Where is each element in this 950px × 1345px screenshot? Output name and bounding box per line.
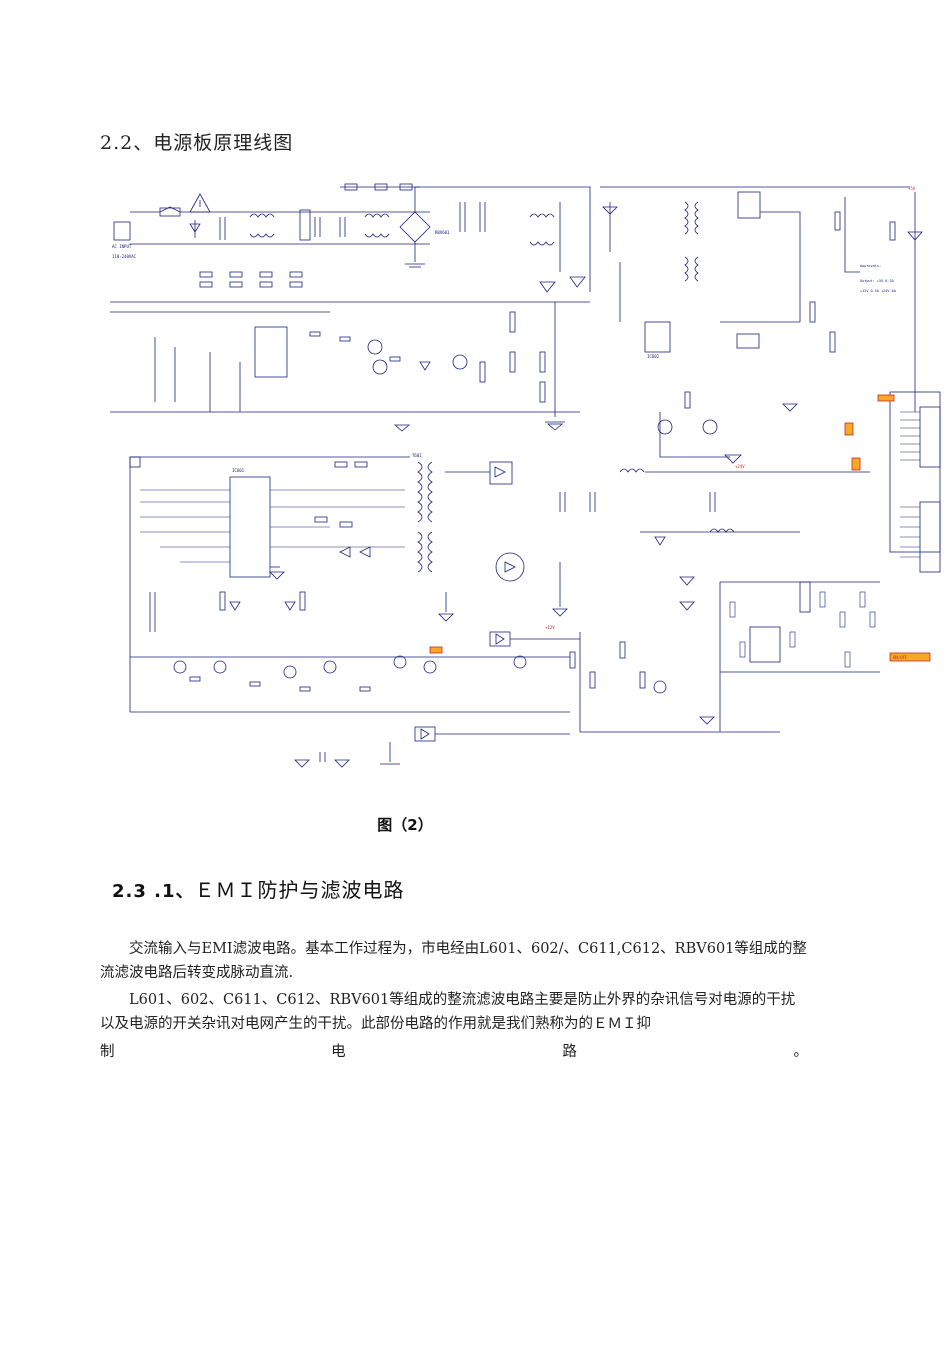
isolation-optocoupler (414, 726, 436, 742)
last-line-char: 制 (100, 1044, 115, 1060)
svg-text:+5V: +5V (908, 186, 916, 191)
last-line-char: 。 (793, 1044, 808, 1060)
connector-cn601 (919, 406, 941, 468)
svg-text:IC602: IC602 (647, 354, 660, 359)
svg-text:T601: T601 (412, 453, 422, 458)
ac-input-label: AC INPUT (112, 244, 132, 249)
svg-text:Approvals:: Approvals: (860, 264, 881, 268)
svg-text:RBV601: RBV601 (435, 230, 450, 235)
figure-caption: 图（2） (377, 816, 433, 834)
last-line-char: 路 (562, 1044, 577, 1060)
power-board-schematic: AC INPUT 110-240VAC RBV601 (100, 172, 945, 772)
pfc-ic (254, 326, 288, 378)
regulator-ic (749, 626, 781, 663)
secondary-rectifier (495, 552, 525, 582)
subsection-text: ＥＭＩ防护与滤波电路 (194, 878, 405, 902)
svg-text:IC601: IC601 (232, 468, 245, 473)
pwm-controller-ic (229, 476, 271, 578)
svg-text:110-240VAC: 110-240VAC (112, 254, 137, 259)
output-rectifier (489, 461, 513, 485)
paragraph-2-last-line: 制 电 路 。 (100, 1040, 808, 1061)
last-line-char: 电 (331, 1044, 346, 1060)
subsection-number: 2.3 .1、 (112, 881, 195, 902)
subsection-title: 2.3 .1、ＥＭＩ防护与滤波电路 (112, 874, 405, 903)
svg-text:+24V: +24V (735, 464, 745, 469)
feedback-optocoupler (489, 631, 511, 647)
ac-input-connector (113, 221, 131, 241)
svg-text:ON/OFF: ON/OFF (893, 655, 908, 660)
section-heading: 2.2、电源板原理线图 (100, 132, 294, 154)
svg-text:+12V 0.5A +24V 6A: +12V 0.5A +24V 6A (860, 289, 897, 293)
svg-text:Output: +5V 0.3A: Output: +5V 0.3A (860, 279, 895, 283)
standby-ic (644, 321, 671, 353)
paragraph-2: L601、602、C611、C612、RBV601等组成的整流滤波电路主要是防止… (100, 992, 796, 1032)
standby-optocoupler (737, 191, 761, 219)
paragraph-1: 交流输入与EMI滤波电路。基本工作过程为，市电经由L601、602/、C611,… (100, 941, 807, 981)
svg-text:+12V: +12V (545, 625, 555, 630)
bridge-rectifier (399, 211, 431, 243)
connector-cn602 (919, 501, 941, 573)
